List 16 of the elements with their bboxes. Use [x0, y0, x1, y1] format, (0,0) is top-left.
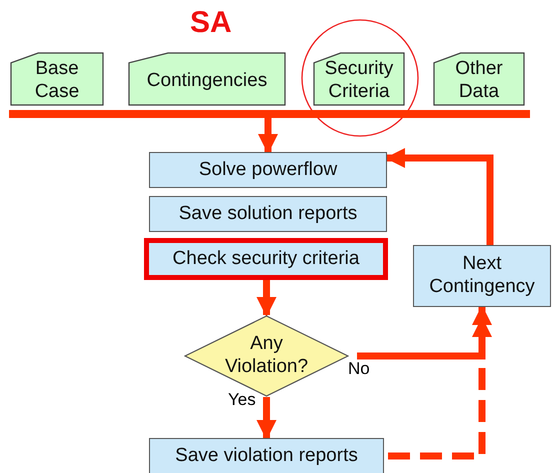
input-card: Security Criteria: [313, 52, 405, 106]
diagram-title: SA: [190, 6, 232, 40]
input-card: Base Case: [10, 52, 104, 106]
arrow: [385, 148, 494, 245]
input-card: Contingencies: [128, 52, 286, 106]
arrow: [256, 397, 276, 440]
arrow: [357, 305, 492, 360]
input-card: Other Data: [433, 52, 525, 106]
process-box: Next Contingency: [413, 245, 551, 307]
input-bus-bar: [9, 110, 530, 118]
process-box: Save solution reports: [149, 196, 387, 232]
highlighted-process-box: Check security criteria: [144, 238, 388, 280]
process-box: Save violation reports: [149, 438, 384, 473]
arrow: [258, 118, 278, 154]
arrow: [256, 280, 276, 317]
process-box: Solve powerflow: [149, 152, 387, 188]
